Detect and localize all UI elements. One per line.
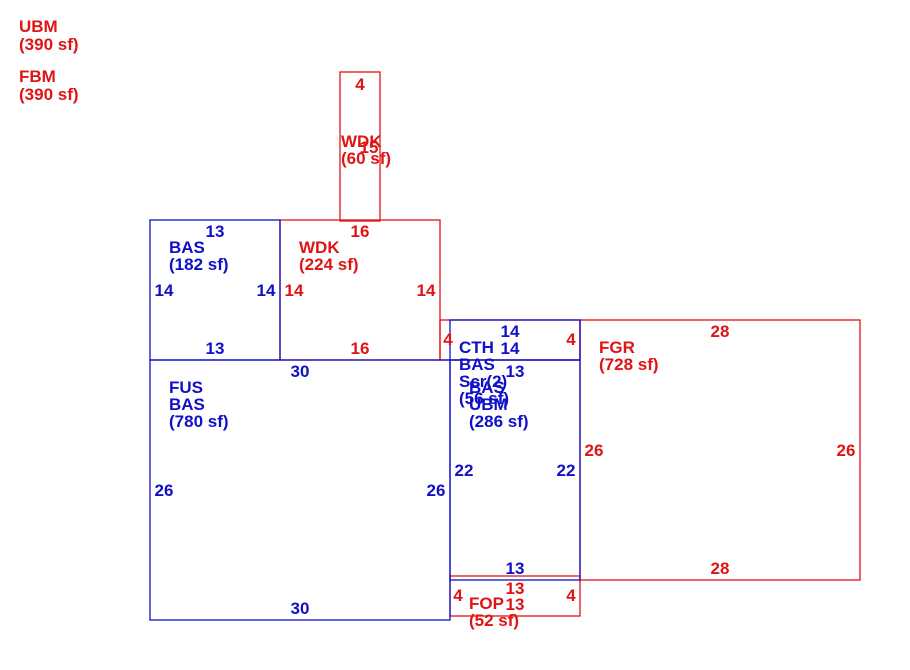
dim-bas-right: 22	[557, 461, 576, 480]
legend-ubm-code: UBM	[19, 17, 58, 36]
dim-bas-left: 22	[455, 461, 474, 480]
fus-bas-label: BAS	[169, 395, 205, 414]
dim-bas-top: 13	[506, 362, 525, 381]
fus-bas-area: (780 sf)	[169, 412, 229, 431]
dim-bas-left-left: 14	[155, 281, 174, 300]
dim-fop-right: 4	[566, 586, 576, 605]
bas-ubm-area: (286 sf)	[469, 412, 529, 431]
dim-cth-right: 4	[566, 330, 576, 349]
dim-fgr-bottom: 28	[711, 559, 730, 578]
dim-cth-top: 14	[501, 322, 520, 341]
bas-left-area: (182 sf)	[169, 255, 229, 274]
dim-bas-bottom: 13	[506, 559, 525, 578]
fgr-label: FGR	[599, 338, 635, 357]
bas-ubm-bas-label: BAS	[469, 378, 505, 397]
dim-cth-bottom: 14	[501, 339, 520, 358]
dim-wdk-mid-right: 14	[417, 281, 436, 300]
dim-fop-left: 4	[453, 586, 463, 605]
wdk-top-area: (60 sf)	[341, 149, 391, 168]
fop-area: (52 sf)	[469, 611, 519, 630]
dim-fop-top: 13	[506, 579, 525, 598]
dim-wdk-top-width: 4	[355, 75, 365, 94]
dim-bas-left-top: 13	[206, 222, 225, 241]
wdk-top-outline	[339, 71, 381, 222]
cth-bas-label: BAS	[459, 355, 495, 374]
dim-fgr-left: 26	[585, 441, 604, 460]
bas-left-label: BAS	[169, 238, 205, 257]
cth-scr-label: Scr(2)	[459, 372, 507, 391]
dim-wdk-mid-bottom: 16	[351, 339, 370, 358]
dim-cth-left: 4	[443, 330, 453, 349]
wdk-top-label: WDK	[341, 132, 382, 151]
dim-fgr-top: 28	[711, 322, 730, 341]
cth-area: (56 sf)	[459, 389, 509, 408]
dim-wdk-mid-left: 14	[285, 281, 304, 300]
fop-label: FOP	[469, 594, 504, 613]
dim-wdk-top-height: 15	[360, 138, 379, 157]
wdk-mid-area: (224 sf)	[299, 255, 359, 274]
bas-ubm-outline	[449, 359, 581, 581]
bas-ubm-ubm-label: UBM	[469, 395, 508, 414]
dim-fop-bottom: 13	[506, 595, 525, 614]
dim-fgr-right: 26	[837, 441, 856, 460]
legend-fbm-area: (390 sf)	[19, 85, 79, 104]
dim-fus-top: 30	[291, 362, 310, 381]
legend-fbm-code: FBM	[19, 67, 56, 86]
dim-fus-bottom: 30	[291, 599, 310, 618]
wdk-mid-label: WDK	[299, 238, 340, 257]
dim-bas-left-bottom: 13	[206, 339, 225, 358]
fus-label: FUS	[169, 378, 203, 397]
dim-fus-left: 26	[155, 481, 174, 500]
fgr-area: (728 sf)	[599, 355, 659, 374]
legend-ubm-area: (390 sf)	[19, 35, 79, 54]
dim-fus-right: 26	[427, 481, 446, 500]
dim-bas-left-right: 14	[257, 281, 276, 300]
cth-label: CTH	[459, 338, 494, 357]
dim-wdk-mid-top: 16	[351, 222, 370, 241]
